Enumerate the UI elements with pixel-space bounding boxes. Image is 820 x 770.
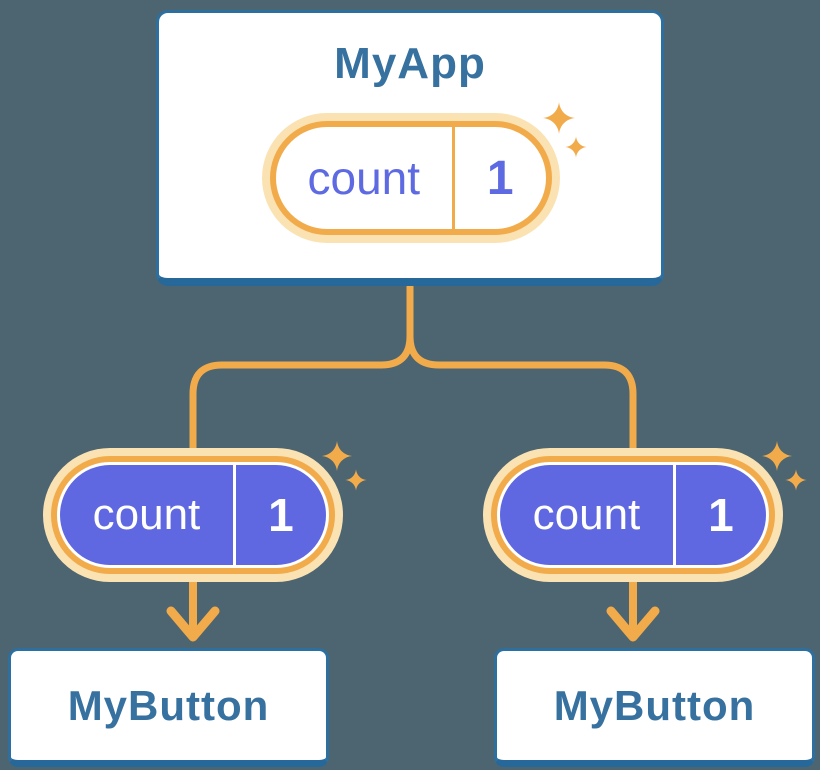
sparkle-icon-small bbox=[565, 136, 587, 158]
sparkle-icon-small bbox=[785, 469, 807, 491]
prop-value: 1 bbox=[672, 465, 766, 565]
prop-pill-left: count 1 bbox=[43, 448, 343, 582]
connector-left-branch bbox=[189, 283, 414, 456]
prop-value: 1 bbox=[232, 465, 326, 565]
prop-pill-left-ring: count 1 bbox=[51, 456, 335, 574]
prop-name-label: count bbox=[92, 490, 201, 539]
prop-pill-right-body: count 1 bbox=[500, 465, 766, 565]
component-title-mybutton: MyButton bbox=[553, 681, 756, 729]
prop-pill-right-ring: count 1 bbox=[491, 456, 775, 574]
sparkle-icon-large bbox=[543, 102, 575, 134]
sparkle-icon-large bbox=[321, 440, 353, 472]
sparkle-icon-large bbox=[761, 440, 793, 472]
prop-pill-left-body: count 1 bbox=[60, 465, 326, 565]
state-pill-root-body: count 1 bbox=[270, 121, 552, 235]
connector-right-branch bbox=[406, 283, 637, 456]
state-pill-root: count 1 bbox=[262, 113, 560, 243]
arrow-down-head-right bbox=[606, 606, 660, 642]
state-name-label: count bbox=[307, 152, 421, 204]
component-card-mybutton-right: MyButton bbox=[494, 648, 815, 767]
component-title-mybutton: MyButton bbox=[67, 681, 270, 729]
component-title-myapp: MyApp bbox=[334, 39, 486, 88]
sparkle-icon-small bbox=[345, 469, 367, 491]
prop-name-label: count bbox=[532, 490, 641, 539]
component-card-mybutton-left: MyButton bbox=[8, 648, 329, 767]
state-value: 1 bbox=[451, 127, 547, 229]
arrow-down-head-left bbox=[166, 606, 220, 642]
prop-pill-right: count 1 bbox=[483, 448, 783, 582]
